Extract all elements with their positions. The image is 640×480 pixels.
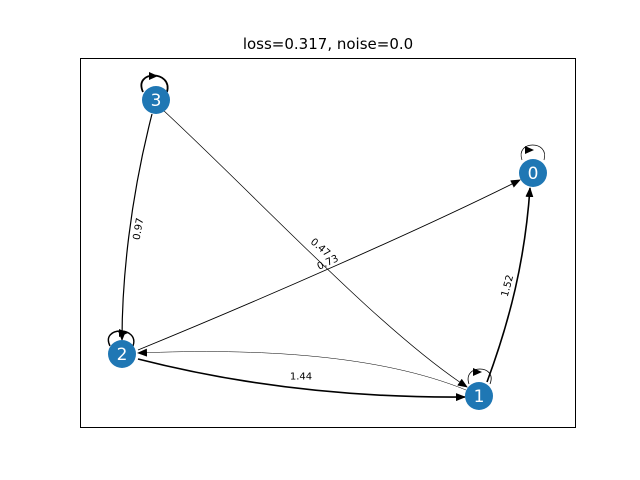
- nodes-layer: 0 1 2 3: [108, 86, 547, 410]
- edge-2-to-0: [137, 179, 521, 351]
- node-circle-1: [465, 382, 493, 410]
- edge-3-to-1: [162, 109, 468, 388]
- chart-title: loss=0.317, noise=0.0: [243, 35, 413, 53]
- self-loop-arrowhead-node-3: [149, 72, 158, 80]
- node-circle-2: [108, 340, 136, 368]
- node-label-1: 1: [474, 387, 485, 407]
- plot-frame: [80, 58, 576, 428]
- self-loop-arrowhead-node-1: [473, 368, 482, 376]
- edge-3-to-2: [118, 113, 153, 341]
- self-loop-arrowhead-node-0: [525, 146, 534, 154]
- edge-1-to-0: [486, 187, 534, 383]
- node-circle-0: [519, 159, 547, 187]
- edge-1-to-1: [467, 368, 492, 385]
- node-label-3: 3: [151, 91, 162, 111]
- node-circle-3: [142, 86, 170, 114]
- node-label-0: 0: [528, 164, 539, 184]
- edges-layer: [107, 72, 545, 402]
- node-2: 2: [108, 340, 136, 368]
- edge-0-to-0: [520, 144, 545, 161]
- edge-label-3-to-2: 0.97: [132, 217, 147, 241]
- node-1: 1: [465, 382, 493, 410]
- edge-1-to-2: [137, 348, 467, 391]
- node-3: 3: [142, 86, 170, 114]
- edge-2-to-1: [137, 358, 466, 402]
- node-label-2: 2: [117, 345, 128, 365]
- node-0: 0: [519, 159, 547, 187]
- edge-label-2-to-1: 1.44: [290, 372, 312, 383]
